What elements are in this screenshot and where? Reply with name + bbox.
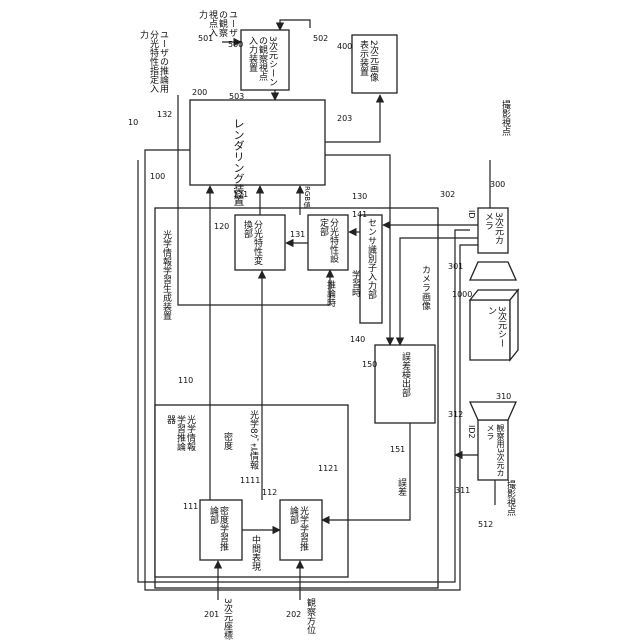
- spectral-converter-label: 分光特性変換部: [242, 220, 262, 266]
- observation-camera-label: 観察用3次元カメラ: [485, 424, 505, 478]
- rendering-device-box: [190, 100, 325, 185]
- ref-121: 121: [233, 190, 248, 199]
- ref-300: 300: [490, 180, 505, 189]
- error-detector-label: 誤差検出部: [400, 352, 410, 397]
- ref-201: 201: [204, 610, 219, 619]
- ref-150: 150: [362, 360, 377, 369]
- ref-111: 111: [183, 502, 198, 511]
- ref-112: 112: [262, 488, 277, 497]
- ref-312: 312: [448, 410, 463, 419]
- ref-132: 132: [157, 110, 172, 119]
- id2-label: ID2: [466, 425, 476, 439]
- ref-503: 503: [229, 92, 244, 101]
- ref-1111: 1111: [240, 476, 260, 485]
- user-view-input-line: [280, 20, 310, 30]
- shoot-view-label-2: 撮影視点: [505, 480, 515, 516]
- ref-203: 203: [337, 114, 352, 123]
- user-input-device-label: 3次元シーンの観察視点入力装置: [247, 36, 277, 88]
- ref-200: 200: [192, 88, 207, 97]
- ref-311: 311: [455, 486, 470, 495]
- id1-label: ID: [466, 210, 476, 219]
- ref-130: 130: [352, 192, 367, 201]
- ref-131: 131: [290, 230, 305, 239]
- observation-camera-lens-icon: [470, 402, 516, 420]
- error-flow-label: 誤差: [396, 478, 406, 496]
- optical-info-label: 光学8ｸﾞｬﾙ情報: [248, 410, 258, 470]
- inference-mode-label: 推論時: [325, 280, 335, 307]
- ref-512: 512: [478, 520, 493, 529]
- ref-120: 120: [214, 222, 229, 231]
- scene-label: 3次元シーン: [486, 306, 506, 356]
- user-spectral-input-label: ユーザの推論用分光特性指定入力: [138, 30, 168, 94]
- ref-10: 10: [128, 118, 138, 127]
- ref-1121: 1121: [318, 464, 338, 473]
- ref-141: 141: [352, 210, 367, 219]
- camera-image-label: カメラ画像: [420, 265, 430, 310]
- ref-151: 151: [390, 445, 405, 454]
- 3d-camera-label: 3次元カメラ: [483, 212, 503, 250]
- view-dir-label: 観察方位: [305, 598, 315, 634]
- learning-mode-label: 学習時: [350, 270, 360, 297]
- display-2d-label: 2次元画像表示装置: [358, 40, 378, 90]
- ref-301: 301: [448, 262, 463, 271]
- coord-3d-label: 3次元座標: [222, 598, 232, 640]
- learning-inferencer-label: 光学情報学習推論器: [165, 415, 195, 453]
- ref-100: 100: [150, 172, 165, 181]
- ref-140: 140: [350, 335, 365, 344]
- render-to-display-line: [325, 95, 380, 142]
- system-title: 光学情報学習生成装置: [161, 230, 171, 320]
- density-inferencer-label: 密度学習推論部: [208, 506, 228, 556]
- spectral-setter-label: 分光特性設定部: [318, 218, 338, 268]
- ref-400: 400: [337, 42, 352, 51]
- rgb-value-label: RGB値: [302, 186, 312, 208]
- sensor-id-input-label: センサ識別子入力部: [366, 218, 376, 299]
- shoot-view-label: 撮影視点: [500, 100, 510, 136]
- ref-302: 302: [440, 190, 455, 199]
- optical-inferencer-label: 光学学習推論部: [288, 506, 308, 556]
- intermediate-label: 中間表現: [250, 535, 260, 573]
- ref-202: 202: [286, 610, 301, 619]
- density-flow-label: 密度: [222, 432, 232, 450]
- ref-110: 110: [178, 376, 193, 385]
- ref-502: 502: [313, 34, 328, 43]
- ref-501: 501: [198, 34, 213, 43]
- ref-310: 310: [496, 392, 511, 401]
- 3d-camera-lens-icon: [470, 262, 516, 280]
- ref-500: 500: [228, 40, 243, 49]
- ref-1000: 1000: [452, 290, 472, 299]
